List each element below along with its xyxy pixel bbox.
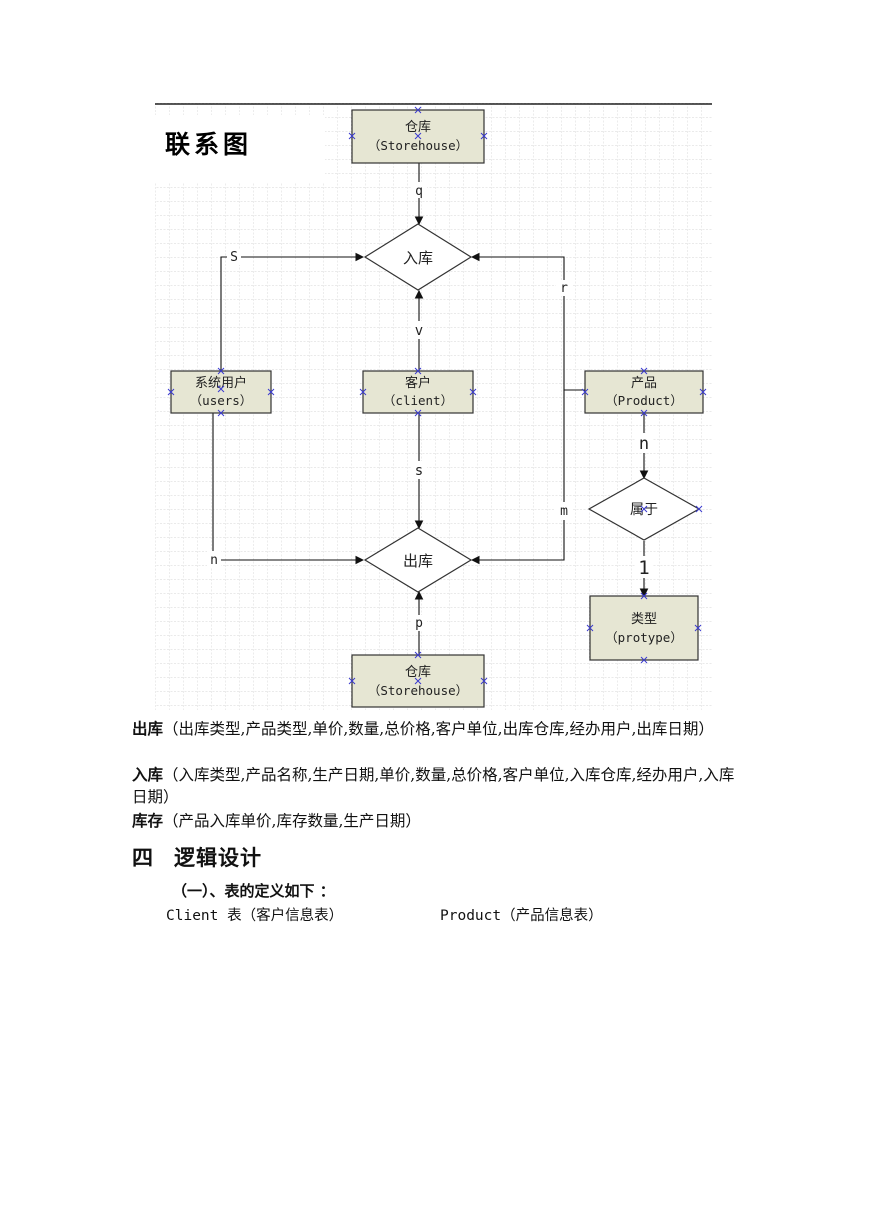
svg-text:（protype）: （protype） [605, 630, 683, 645]
link-product-inbound [470, 252, 585, 391]
svg-text:（Storehouse）: （Storehouse） [368, 683, 468, 698]
svg-text:（users）: （users） [190, 393, 253, 408]
subheading: （一）、表的定义如下 ： [172, 882, 335, 900]
svg-text:入库: 入库 [403, 249, 433, 267]
er-diagram: 联系图 仓库 [155, 103, 712, 710]
cardinality-p: p [415, 616, 423, 631]
cardinality-one: 1 [638, 557, 649, 579]
inbound-label: 入库 [132, 765, 164, 784]
cardinality-v: v [415, 323, 423, 339]
cardinality-s-users: S [230, 250, 238, 265]
cardinality-n-product: n [639, 434, 649, 454]
relationship-inbound: 入库 [363, 223, 473, 291]
link-product-outbound [470, 390, 565, 565]
svg-text:属于: 属于 [630, 502, 658, 518]
section-title: 逻辑设计 [174, 846, 262, 870]
stock-attributes-paragraph: 库存（产品入库单价,库存数量,生产日期） [132, 810, 742, 832]
svg-text:（client）: （client） [383, 393, 453, 408]
diagram-title: 联系图 [165, 130, 252, 159]
link-users-inbound [220, 252, 365, 371]
entity-product: 产品 （Product） [584, 370, 704, 414]
cardinality-s-client: s [415, 463, 423, 479]
inbound-attributes: （入库类型,产品名称,生产日期,单价,数量,总价格,客户单位,入库仓库,经办用户… [132, 766, 735, 806]
svg-text:类型: 类型 [631, 612, 657, 627]
svg-text:系统用户: 系统用户 [195, 375, 247, 391]
client-table-caption: Client 表（客户信息表） [166, 908, 344, 924]
entity-users: 系统用户 （users） [170, 370, 272, 414]
svg-text:产品: 产品 [631, 376, 657, 391]
entity-storehouse-top: 仓库 （Storehouse） [351, 109, 485, 164]
stock-label: 库存 [132, 811, 164, 830]
relationship-outbound: 出库 [363, 527, 473, 593]
svg-text:仓库: 仓库 [405, 119, 431, 135]
svg-text:客户: 客户 [405, 375, 431, 391]
cardinality-m: m [560, 504, 568, 519]
outbound-label: 出库 [132, 719, 164, 738]
stock-attributes: （产品入库单价,库存数量,生产日期） [163, 812, 421, 830]
section-heading: 四逻辑设计 [132, 842, 262, 872]
entity-protype: 类型 （protype） [589, 595, 699, 661]
entity-client: 客户 （client） [362, 370, 474, 414]
diagram-title-box [155, 115, 325, 183]
cardinality-r: r [560, 281, 568, 296]
svg-text:仓库: 仓库 [405, 664, 431, 680]
outbound-attributes-paragraph: 出库（出库类型,产品类型,单价,数量,总价格,客户单位,出库仓库,经办用户,出库… [132, 718, 742, 740]
inbound-attributes-paragraph: 入库（入库类型,产品名称,生产日期,单价,数量,总价格,客户单位,入库仓库,经办… [132, 764, 742, 808]
section-number: 四 [132, 846, 154, 870]
selection-handles [167, 106, 707, 685]
product-table-caption: Product（产品信息表） [440, 908, 603, 924]
svg-text:出库: 出库 [403, 552, 433, 570]
svg-text:（Storehouse）: （Storehouse） [368, 138, 468, 153]
cardinality-q: q [415, 184, 423, 199]
svg-text:（Product）: （Product） [605, 393, 683, 408]
outbound-attributes: （出库类型,产品类型,单价,数量,总价格,客户单位,出库仓库,经办用户,出库日期… [163, 720, 714, 738]
cardinality-n-users: n [210, 553, 218, 568]
